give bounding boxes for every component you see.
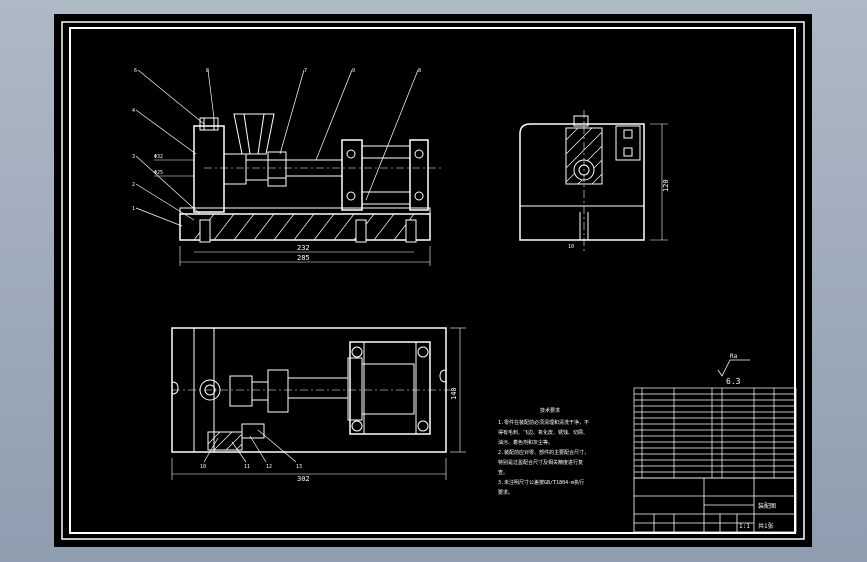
side-view [519,110,668,254]
callout-top-2: 11 [244,464,250,470]
roughness-value: 6.3 [726,377,741,386]
notes-line-6: 查。 [498,469,508,476]
callout-front-5: 8 [418,68,421,74]
notes-line-5: 特别是过盈配合尺寸及相关精度进行复 [498,459,583,466]
notes-line-3: 油污、着色剂和灰尘等。 [498,439,553,446]
dim-140: 140 [450,387,458,400]
roughness-symbol-label: Ra [730,353,738,360]
callout-top-1: 10 [200,464,206,470]
dim-phi-32: Φ32 [154,154,163,160]
dim-285: 285 [297,254,310,262]
dim-10: 10 [568,244,574,250]
drawing-sheet: 232 285 Φ32 Φ25 120 10 302 140 6 8 7 9 8… [54,14,812,547]
inner-border [69,27,796,534]
cad-drawing: 232 285 Φ32 Φ25 120 10 302 140 6 8 7 9 8… [61,21,805,540]
callout-front-9: 1 [132,206,135,212]
notes-line-8: 要求。 [498,489,513,496]
dim-phi-25: Φ25 [154,170,163,176]
callout-top-4: 13 [296,464,302,470]
callout-front-1: 6 [134,68,137,74]
roughness-symbol [717,359,750,377]
dim-120: 120 [662,179,670,192]
top-view [171,327,466,480]
callout-front-8: 2 [132,182,135,188]
parts-list [633,387,797,479]
notes-line-4: 2.装配前应对零、部件的主要配合尺寸， [498,449,589,456]
title-block [633,477,797,533]
callout-front-7: 3 [132,154,135,160]
title-block-scale: 1:1 [739,523,750,530]
notes-title: 技术要求 [540,407,560,414]
dim-302: 302 [297,475,310,483]
notes-line-7: 3.未注明尺寸公差按GB/T1804-m执行 [498,479,584,486]
notes-line-2: 得有毛刺、飞边、氧化皮、锈蚀、切屑、 [498,429,588,436]
dim-232: 232 [297,244,310,252]
outer-border [61,21,805,540]
callout-front-4: 9 [352,68,355,74]
callout-front-2: 8 [206,68,209,74]
title-block-sheet: 共1张 [758,522,774,530]
title-block-name: 装配图 [758,502,776,510]
callout-top-3: 12 [266,464,272,470]
callout-front-6: 4 [132,108,135,114]
callout-front-3: 7 [304,68,307,74]
front-view [135,69,444,266]
notes-line-1: 1.零件在装配前必须清理和清洗干净，不 [498,419,589,426]
